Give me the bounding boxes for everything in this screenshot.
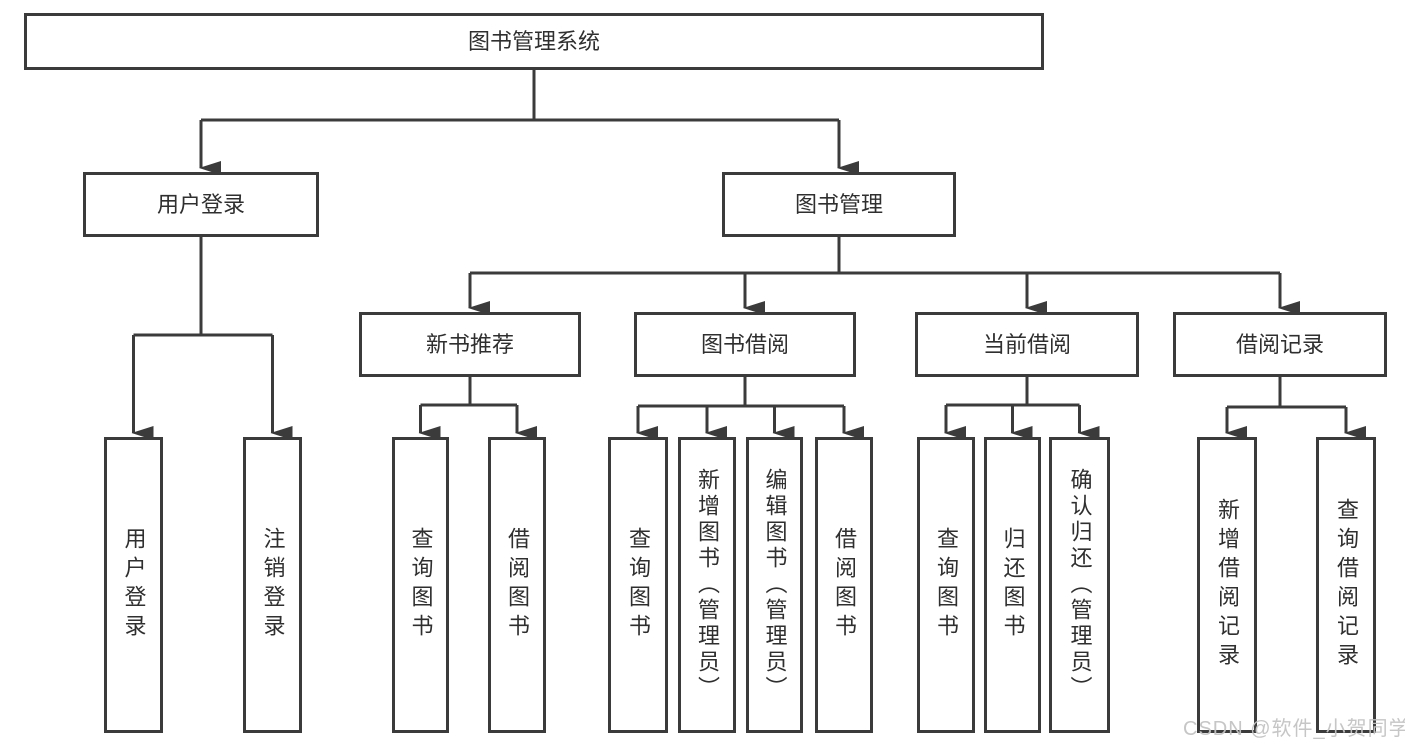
node-current-borrow: 当前借阅 (915, 312, 1139, 377)
node-label: 查询图书 (934, 527, 959, 643)
leaf-edit-books-admin: 编辑图书（管理员） (746, 437, 803, 733)
leaf-add-books-admin: 新增图书（管理员） (678, 437, 736, 733)
node-label: 借阅记录 (1235, 331, 1324, 357)
leaf-query-borrow-record: 查询借阅记录 (1316, 437, 1376, 733)
leaf-recommend-query-books: 查询图书 (392, 437, 449, 733)
leaf-logout: 注销登录 (243, 437, 302, 733)
node-label: 查询图书 (408, 527, 434, 643)
leaf-recommend-borrow-books: 借阅图书 (488, 437, 546, 733)
edges-user-login (131, 237, 293, 440)
edges-book-management (468, 237, 1300, 315)
node-label: 借阅图书 (505, 527, 530, 643)
node-borrow-records: 借阅记录 (1173, 312, 1387, 377)
leaf-current-query-books: 查询图书 (917, 437, 975, 733)
leaf-borrow-books: 借阅图书 (815, 437, 873, 733)
node-label: 图书借阅 (700, 331, 789, 357)
edges-current-borrow (944, 377, 1100, 440)
node-label: 编辑图书（管理员） (762, 468, 788, 702)
node-new-book-recommend: 新书推荐 (359, 312, 581, 377)
node-book-borrow: 图书借阅 (634, 312, 856, 377)
node-label: 新增图书（管理员） (695, 468, 720, 702)
node-label: 用户登录 (121, 527, 147, 643)
node-label: 查询图书 (626, 527, 651, 643)
node-user-login-branch: 用户登录 (83, 172, 319, 237)
node-label: 用户登录 (156, 191, 245, 217)
node-label: 注销登录 (260, 527, 286, 643)
node-label: 当前借阅 (982, 331, 1071, 357)
node-label: 归还图书 (1000, 527, 1026, 643)
leaf-add-borrow-record: 新增借阅记录 (1197, 437, 1257, 733)
leaf-borrow-query-books: 查询图书 (608, 437, 668, 733)
node-label: 图书管理系统 (467, 28, 600, 54)
leaf-user-login: 用户登录 (104, 437, 163, 733)
node-label: 新增借阅记录 (1215, 498, 1240, 672)
csdn-watermark: CSDN @软件_小贺同学 (1183, 718, 1405, 740)
node-label: 查询借阅记录 (1334, 498, 1359, 672)
edges-root (199, 70, 859, 175)
edges-book-borrow (636, 377, 864, 440)
edges-new-book-recommend (418, 377, 537, 440)
node-label: 确认归还（管理员） (1067, 468, 1093, 702)
node-book-management-system: 图书管理系统 (24, 13, 1044, 70)
edges-borrow-records (1225, 377, 1366, 440)
node-book-management-branch: 图书管理 (722, 172, 956, 237)
node-label: 新书推荐 (425, 331, 514, 357)
node-label: 借阅图书 (832, 527, 857, 643)
leaf-return-books: 归还图书 (984, 437, 1041, 733)
leaf-confirm-return-admin: 确认归还（管理员） (1049, 437, 1110, 733)
node-label: 图书管理 (794, 191, 883, 217)
